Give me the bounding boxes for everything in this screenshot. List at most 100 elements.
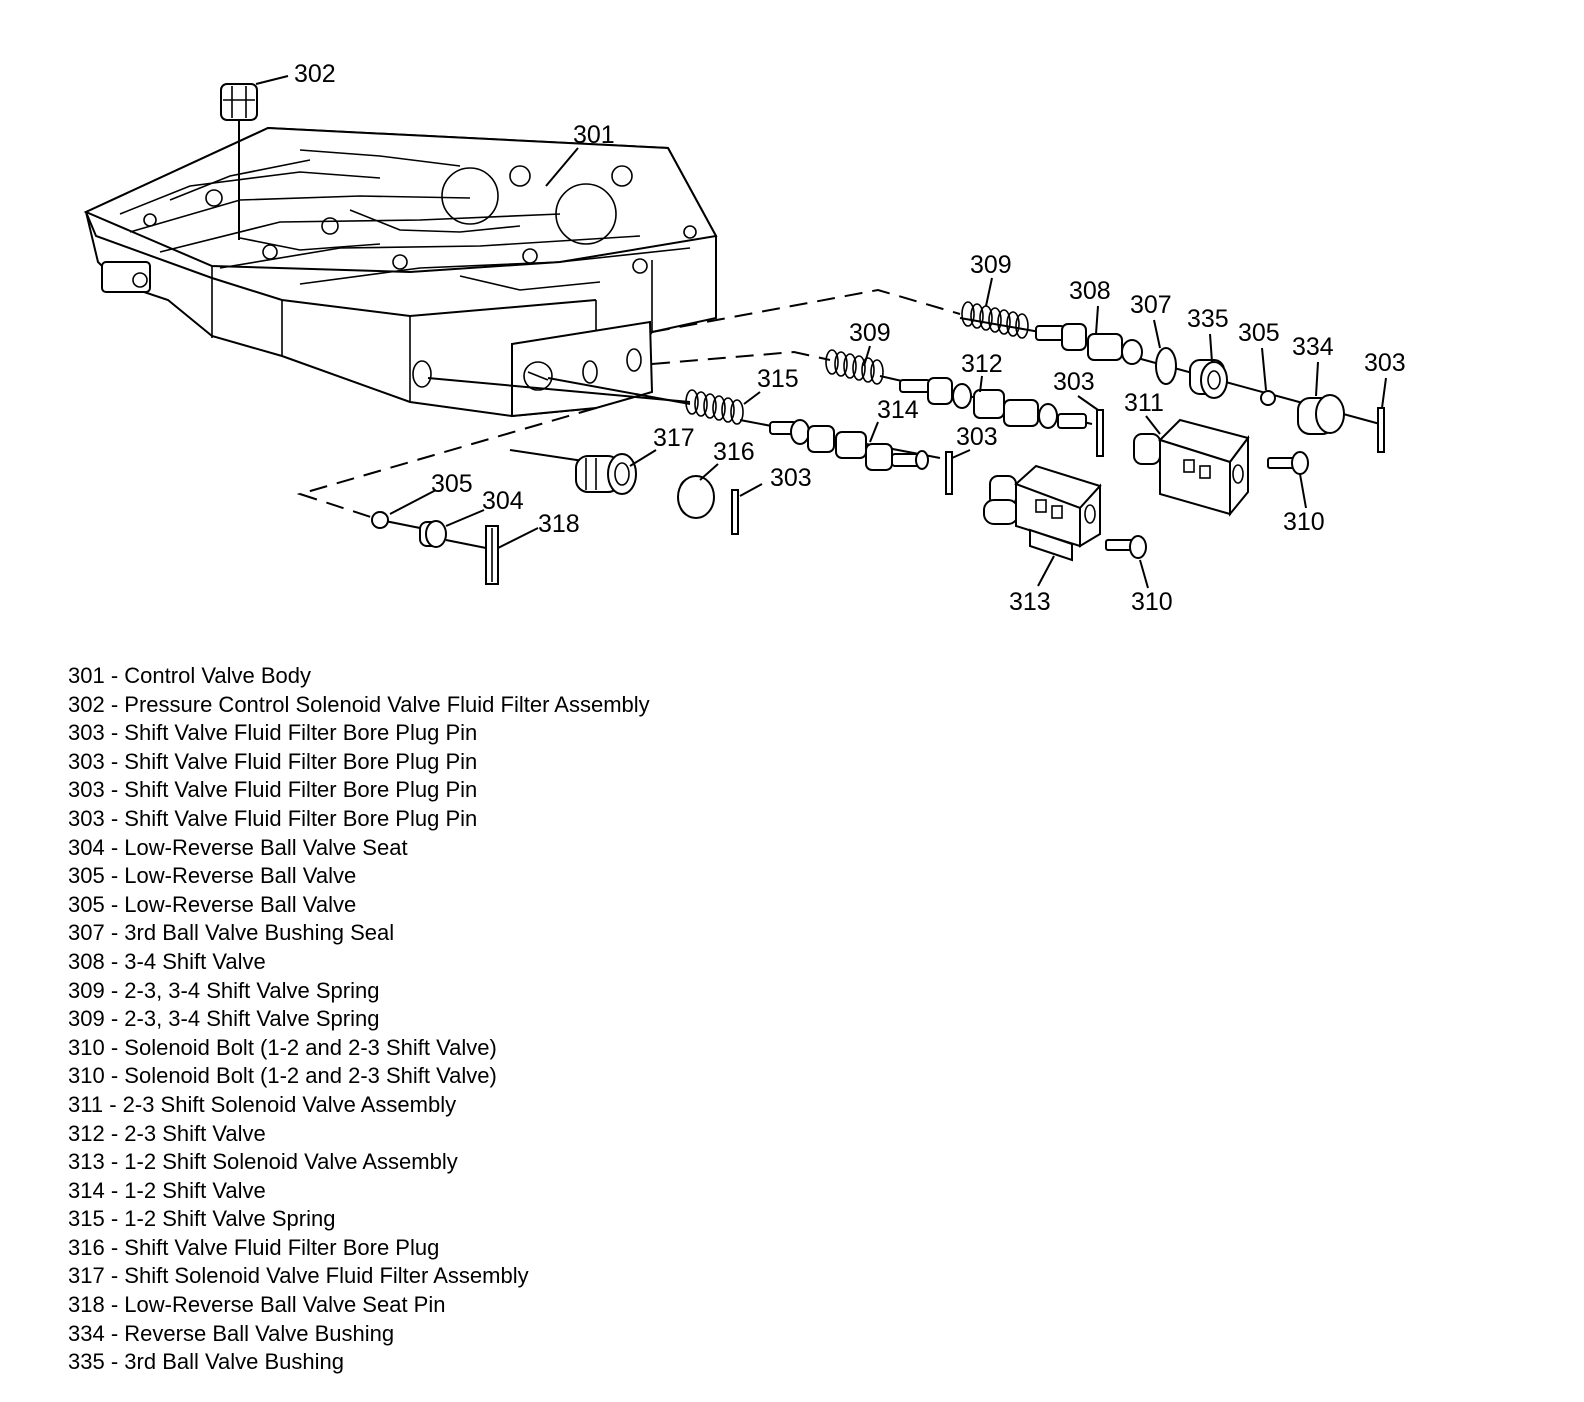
callout-304: 304 xyxy=(482,487,524,515)
solenoid-313 xyxy=(983,464,1102,562)
legend-separator: - xyxy=(104,1006,125,1032)
legend-item: 305 - Low-Reverse Ball Valve xyxy=(68,862,650,891)
callout-309-middle: 309 xyxy=(849,319,891,347)
legend-item: 303 - Shift Valve Fluid Filter Bore Plug… xyxy=(68,748,650,777)
legend-description: Solenoid Bolt (1-2 and 2-3 Shift Valve) xyxy=(124,1063,497,1089)
callout-313: 313 xyxy=(1009,588,1051,616)
callout-314: 314 xyxy=(877,396,919,424)
legend-description: Low-Reverse Ball Valve Seat xyxy=(124,834,408,860)
callout-303-right: 303 xyxy=(1364,349,1406,377)
legend-item: 317 - Shift Solenoid Valve Fluid Filter … xyxy=(68,1262,650,1291)
bore-plug-316 xyxy=(677,475,715,519)
pin-303-left xyxy=(731,489,739,535)
legend-description: Reverse Ball Valve Bushing xyxy=(124,1320,395,1346)
legend-separator: - xyxy=(104,891,125,917)
callout-labels: 302 301 309 308 307 335 305 334 303 309 … xyxy=(294,60,1406,616)
legend-number: 335 xyxy=(68,1349,105,1375)
legend-number: 303 xyxy=(68,777,105,803)
legend-description: 1-2 Shift Solenoid Valve Assembly xyxy=(124,1149,458,1175)
callout-310-right: 310 xyxy=(1283,508,1325,536)
legend-separator: - xyxy=(104,1063,125,1089)
callout-335: 335 xyxy=(1187,305,1229,333)
legend-description: Shift Valve Fluid Filter Bore Plug Pin xyxy=(124,748,478,774)
legend-description: Shift Valve Fluid Filter Bore Plug xyxy=(124,1234,440,1260)
legend-item: 313 - 1-2 Shift Solenoid Valve Assembly xyxy=(68,1148,650,1177)
legend-item: 303 - Shift Valve Fluid Filter Bore Plug… xyxy=(68,805,650,834)
legend-item: 311 - 2-3 Shift Solenoid Valve Assembly xyxy=(68,1091,650,1120)
callout-303-lower: 303 xyxy=(956,423,998,451)
legend-description: 3-4 Shift Valve xyxy=(124,948,266,974)
legend-description: Shift Valve Fluid Filter Bore Plug Pin xyxy=(124,777,478,803)
legend-description: Shift Solenoid Valve Fluid Filter Assemb… xyxy=(124,1263,529,1289)
bolt-310-right xyxy=(1267,451,1309,475)
legend-description: Solenoid Bolt (1-2 and 2-3 Shift Valve) xyxy=(124,1034,497,1060)
legend-item: 308 - 3-4 Shift Valve xyxy=(68,948,650,977)
callout-307: 307 xyxy=(1130,291,1172,319)
legend-item: 307 - 3rd Ball Valve Bushing Seal xyxy=(68,919,650,948)
callout-305-upper: 305 xyxy=(1238,319,1280,347)
bushing-334 xyxy=(1297,394,1345,435)
legend-item: 334 - Reverse Ball Valve Bushing xyxy=(68,1320,650,1349)
legend-item: 316 - Shift Valve Fluid Filter Bore Plug xyxy=(68,1234,650,1263)
seal-307 xyxy=(1155,347,1177,385)
pin-303-lower xyxy=(945,451,953,495)
legend-number: 310 xyxy=(68,1063,105,1089)
shift-valve-308 xyxy=(1035,323,1143,365)
legend-number: 312 xyxy=(68,1120,105,1146)
upper-valve-train xyxy=(961,301,1385,453)
callout-311: 311 xyxy=(1124,389,1164,417)
legend-description: 2-3 Shift Valve xyxy=(124,1120,266,1146)
legend-separator: - xyxy=(104,1292,125,1318)
legend-number: 309 xyxy=(68,1006,105,1032)
callout-316: 316 xyxy=(713,438,755,466)
legend-item: 310 - Solenoid Bolt (1-2 and 2-3 Shift V… xyxy=(68,1062,650,1091)
legend-number: 301 xyxy=(68,663,105,688)
legend-item: 318 - Low-Reverse Ball Valve Seat Pin xyxy=(68,1291,650,1320)
legend-item: 302 - Pressure Control Solenoid Valve Fl… xyxy=(68,691,650,720)
low-reverse-ball-group xyxy=(371,511,499,585)
legend-item: 303 - Shift Valve Fluid Filter Bore Plug… xyxy=(68,719,650,748)
callout-302: 302 xyxy=(294,60,336,88)
legend-number: 314 xyxy=(68,1177,105,1203)
callout-308: 308 xyxy=(1069,277,1111,305)
legend-separator: - xyxy=(104,920,125,946)
pin-303-right xyxy=(1377,407,1385,453)
legend-number: 313 xyxy=(68,1149,105,1175)
legend-number: 311 xyxy=(68,1091,104,1117)
legend-item: 335 - 3rd Ball Valve Bushing xyxy=(68,1348,650,1377)
legend-separator: - xyxy=(104,977,125,1003)
legend-item: 314 - 1-2 Shift Valve xyxy=(68,1177,650,1206)
legend-number: 305 xyxy=(68,891,105,917)
callout-303-left: 303 xyxy=(770,464,812,492)
legend-description: Shift Valve Fluid Filter Bore Plug Pin xyxy=(124,805,478,831)
callout-310-lower: 310 xyxy=(1131,588,1173,616)
legend-number: 315 xyxy=(68,1206,105,1232)
solenoid-311 xyxy=(1133,418,1250,517)
legend-separator: - xyxy=(104,691,125,717)
ball-305-upper xyxy=(1260,390,1276,406)
legend-separator: - xyxy=(104,948,125,974)
callout-303-middle: 303 xyxy=(1053,368,1095,396)
legend-number: 316 xyxy=(68,1234,105,1260)
legend-number: 303 xyxy=(68,720,105,746)
callout-334: 334 xyxy=(1292,333,1334,361)
legend-item: 309 - 2-3, 3-4 Shift Valve Spring xyxy=(68,1005,650,1034)
callout-301: 301 xyxy=(573,121,615,149)
bushing-335 xyxy=(1189,359,1228,399)
legend-number: 310 xyxy=(68,1034,105,1060)
pin-303-middle xyxy=(1096,409,1104,457)
legend-separator: - xyxy=(104,863,125,889)
legend-number: 318 xyxy=(68,1292,105,1318)
bolt-310-lower xyxy=(1105,535,1147,559)
legend-description: 2-3 Shift Solenoid Valve Assembly xyxy=(122,1091,457,1117)
lower-valve-train xyxy=(575,389,1147,562)
filter-317 xyxy=(575,453,637,495)
callout-315: 315 xyxy=(757,365,799,393)
legend-description: Control Valve Body xyxy=(124,663,311,688)
callout-317: 317 xyxy=(653,424,695,452)
legend-separator: - xyxy=(104,1206,125,1232)
shift-valve-314 xyxy=(769,419,929,471)
legend-description: Shift Valve Fluid Filter Bore Plug Pin xyxy=(124,720,478,746)
legend-separator: - xyxy=(104,1177,125,1203)
callout-312: 312 xyxy=(961,350,1003,378)
